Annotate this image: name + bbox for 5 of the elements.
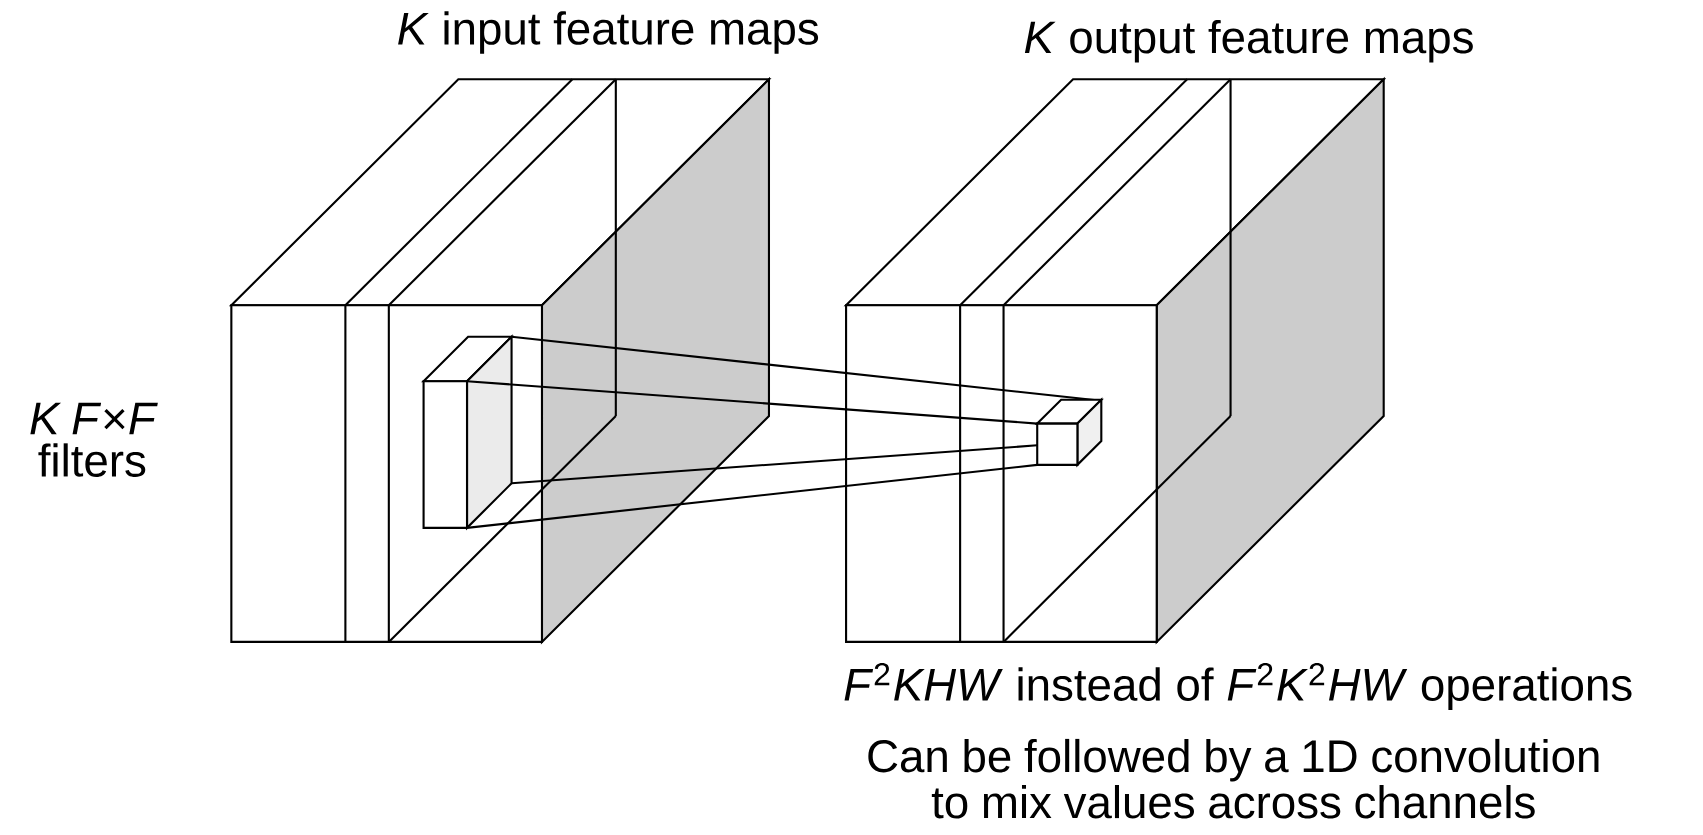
note-text: Can be followed by a 1D convolution to mix values across channels [868,738,1599,819]
heading-label: K output feature maps [1024,19,1473,63]
note-text: F$^{2}$KHW instead of F$^{2}$K$^{2}$HW operations [844,662,1632,710]
side-label: K F×F filters [30,402,158,477]
heading-label: K input feature maps [398,11,819,54]
